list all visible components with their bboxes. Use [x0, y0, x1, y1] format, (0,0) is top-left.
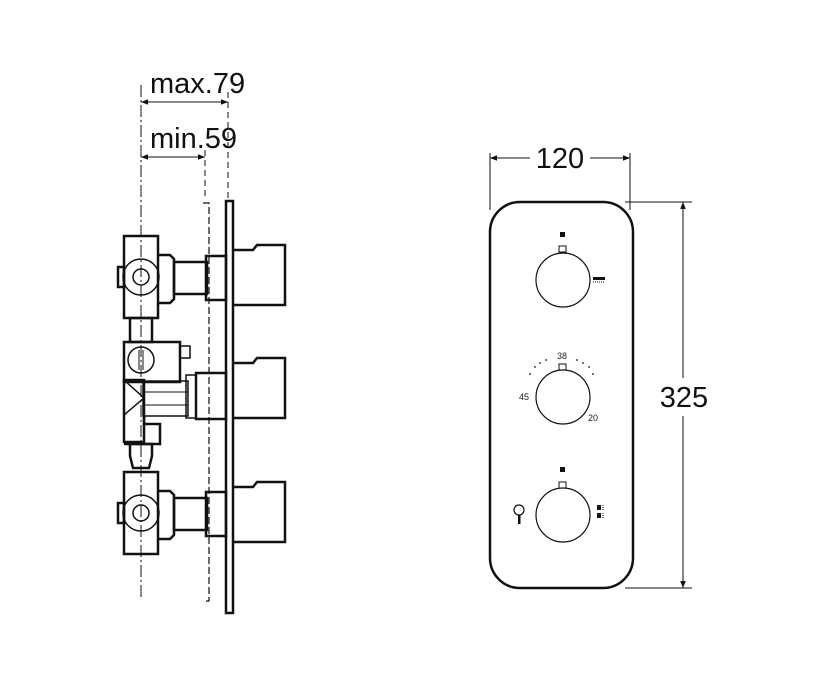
shower-head-icon	[513, 504, 525, 524]
height-dimension-label: 325	[660, 382, 708, 414]
body-jets-icon	[597, 505, 604, 518]
scale-label-38: 38	[557, 351, 567, 361]
valve-body	[116, 234, 228, 556]
side-view: max.79 min.59	[116, 68, 287, 615]
overhead-shower-icon	[593, 277, 605, 283]
diverter-knob-bottom	[513, 467, 604, 543]
wall-line	[203, 202, 210, 602]
width-dimension-label: 120	[536, 143, 584, 175]
diverter-knob-top	[535, 232, 605, 308]
scale-label-45: 45	[519, 392, 529, 402]
handles	[233, 243, 287, 544]
min-dimension-label: min.59	[150, 123, 237, 155]
scale-label-20: 20	[588, 413, 598, 423]
cover-plate-front	[488, 200, 635, 590]
front-view: 120 325 38 45 20	[488, 140, 716, 590]
max-dimension-label: max.79	[150, 68, 245, 100]
thermostat-knob: 38 45 20	[519, 351, 598, 425]
